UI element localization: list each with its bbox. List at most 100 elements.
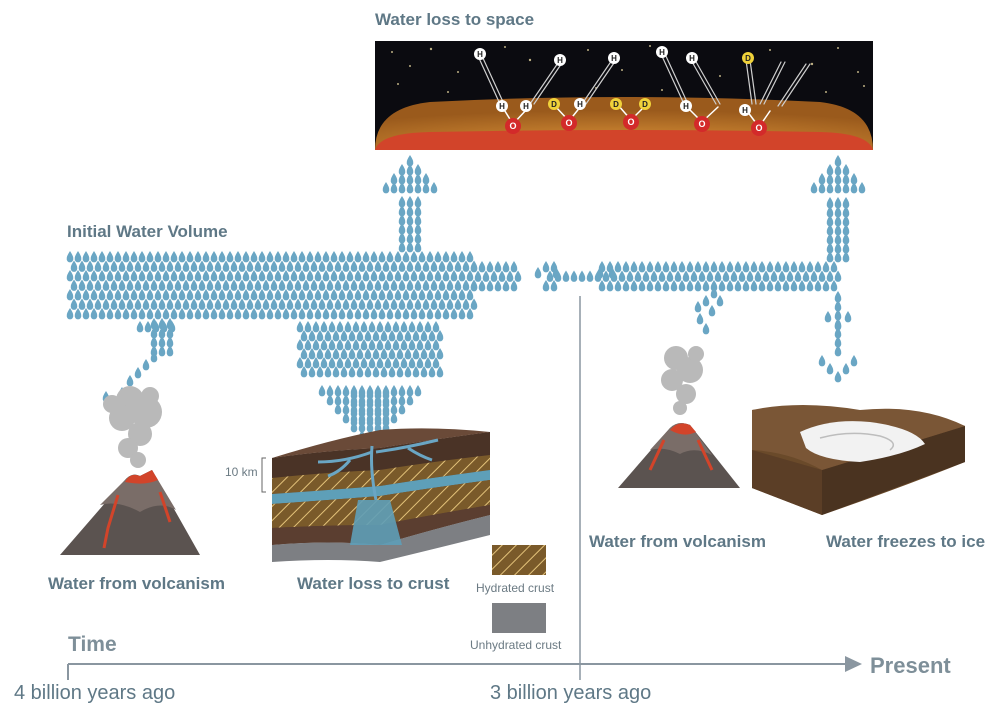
water-drop xyxy=(312,321,320,333)
water-drop xyxy=(348,366,356,378)
water-drop xyxy=(794,270,802,282)
water-drop xyxy=(234,270,242,282)
water-drop xyxy=(258,270,266,282)
water-drop xyxy=(850,173,858,185)
water-drop xyxy=(356,348,364,360)
water-drop xyxy=(186,308,194,320)
water-drop xyxy=(424,321,432,333)
water-drop xyxy=(842,363,850,375)
water-drop xyxy=(336,357,344,369)
water-drop xyxy=(654,261,662,273)
water-drop xyxy=(258,251,266,263)
water-drop xyxy=(246,298,254,310)
water-drop xyxy=(368,321,376,333)
water-drop xyxy=(334,279,342,291)
water-drop xyxy=(398,223,406,235)
water-drop xyxy=(340,366,348,378)
water-drop xyxy=(278,298,286,310)
water-drop xyxy=(238,260,246,272)
water-drop xyxy=(98,308,106,320)
water-drop xyxy=(122,308,130,320)
water-drop xyxy=(130,251,138,263)
water-drop xyxy=(346,251,354,263)
water-drop xyxy=(316,330,324,342)
water-drop xyxy=(414,385,422,397)
water-drop xyxy=(304,357,312,369)
water-drop xyxy=(834,164,842,176)
water-drop xyxy=(398,279,406,291)
water-drop xyxy=(834,309,842,321)
water-drop xyxy=(150,351,158,363)
water-drop xyxy=(410,289,418,301)
water-drop xyxy=(242,270,250,282)
water-drop xyxy=(470,280,478,292)
water-drop xyxy=(66,270,74,282)
deuterium-atom: D xyxy=(610,98,622,110)
water-drop xyxy=(130,308,138,320)
water-drop xyxy=(324,330,332,342)
water-drop xyxy=(406,394,414,406)
hydrogen-atom: H xyxy=(520,100,532,112)
water-drop xyxy=(826,251,834,263)
water-drop xyxy=(354,270,362,282)
water-drop xyxy=(162,270,170,282)
water-drop xyxy=(542,261,550,273)
water-drop xyxy=(338,308,346,320)
water-drop xyxy=(570,270,578,282)
water-drop xyxy=(458,270,466,282)
water-drop xyxy=(428,330,436,342)
water-drop xyxy=(374,406,382,418)
water-drop xyxy=(432,339,440,351)
water-drop xyxy=(362,289,370,301)
water-drop xyxy=(344,321,352,333)
water-drop xyxy=(462,279,470,291)
water-drop xyxy=(450,289,458,301)
water-drop xyxy=(214,298,222,310)
water-drop xyxy=(430,279,438,291)
water-drop xyxy=(398,205,406,217)
water-drop xyxy=(74,289,82,301)
water-drop xyxy=(222,279,230,291)
oxygen-atom: O xyxy=(623,114,639,130)
water-drop xyxy=(414,173,422,185)
water-drop xyxy=(270,260,278,272)
water-drop xyxy=(398,298,406,310)
water-drop xyxy=(750,280,758,292)
present-label: Present xyxy=(870,653,951,678)
water-drop xyxy=(360,357,368,369)
water-drop xyxy=(320,321,328,333)
water-drop xyxy=(332,348,340,360)
water-drop xyxy=(716,295,724,307)
initial-water-volume-drops xyxy=(66,251,842,320)
water-drop xyxy=(730,270,738,282)
water-drop xyxy=(250,308,258,320)
water-drop xyxy=(90,270,98,282)
water-drop xyxy=(296,357,304,369)
water-drop xyxy=(342,260,350,272)
water-drop xyxy=(430,298,438,310)
water-drop xyxy=(150,279,158,291)
water-drop xyxy=(98,289,106,301)
water-drop xyxy=(842,224,850,236)
water-drop xyxy=(398,394,406,406)
water-drop xyxy=(282,270,290,282)
water-drop xyxy=(178,289,186,301)
water-drop xyxy=(102,279,110,291)
water-drop xyxy=(98,270,106,282)
water-drop xyxy=(782,280,790,292)
water-drop xyxy=(398,385,406,397)
water-drop xyxy=(726,261,734,273)
water-drop xyxy=(130,270,138,282)
water-drop xyxy=(258,289,266,301)
water-drop xyxy=(274,270,282,282)
water-drop xyxy=(218,289,226,301)
water-drop xyxy=(144,321,152,333)
water-drop xyxy=(642,270,650,282)
water-drop xyxy=(202,251,210,263)
water-drop xyxy=(422,182,430,194)
water-drop xyxy=(102,298,110,310)
water-drop xyxy=(138,289,146,301)
legend-hydrated-label: Hydrated crust xyxy=(476,581,555,595)
water-drop xyxy=(406,260,414,272)
water-drop xyxy=(726,280,734,292)
